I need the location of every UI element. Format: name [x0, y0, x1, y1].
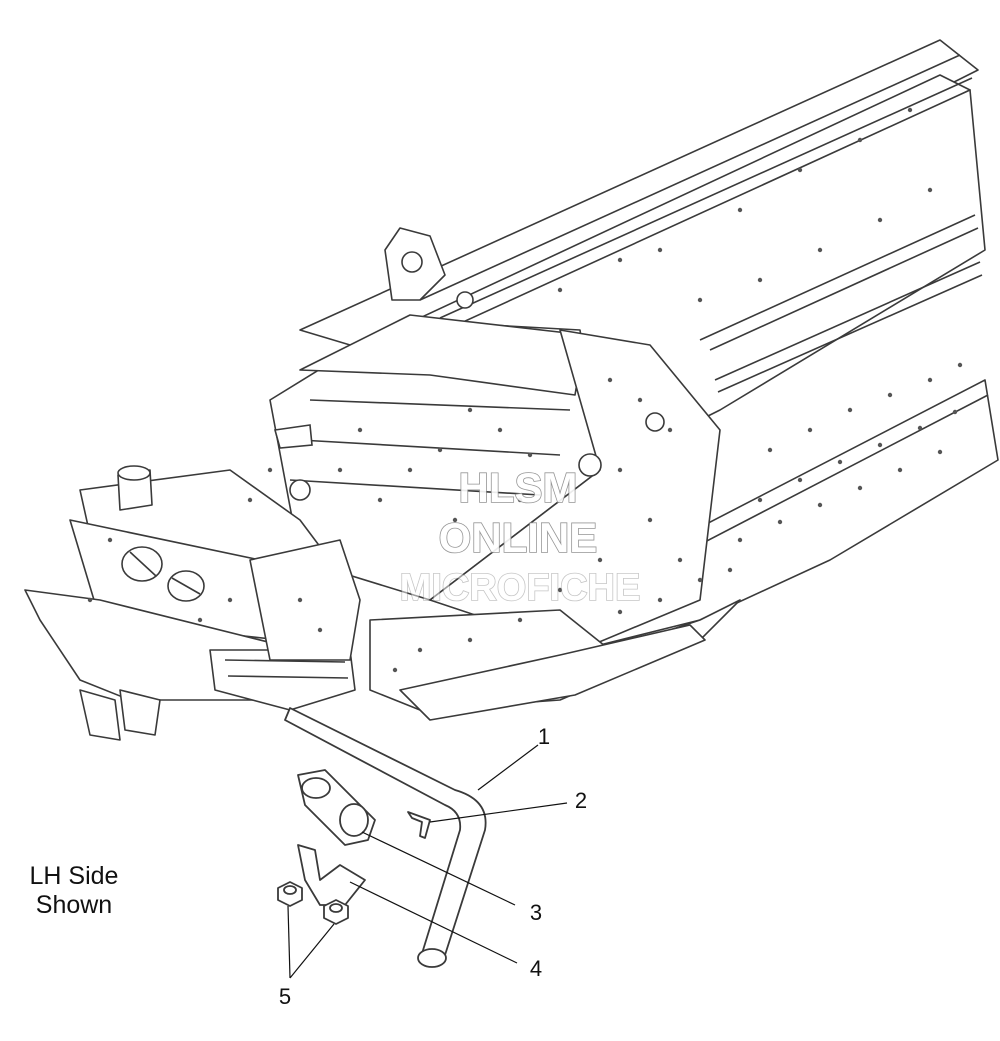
- side-note-line-2: Shown: [35, 891, 113, 919]
- rail-edge-line: [439, 77, 973, 319]
- bracket-rib: [227, 675, 349, 679]
- nut-part-left: [277, 881, 303, 907]
- frame-hole-cross: [171, 577, 201, 595]
- exploded-parts: [277, 707, 487, 968]
- frame-leg-left: [79, 689, 121, 741]
- floor-rib: [714, 261, 981, 381]
- hose-part: [284, 707, 487, 965]
- callout-3: 3: [530, 900, 542, 925]
- rail-edge-line: [419, 54, 961, 301]
- access-holes: [273, 291, 665, 501]
- bracket-part: [297, 844, 366, 906]
- side-plate-hole: [578, 453, 602, 477]
- pin-part: [407, 811, 431, 839]
- frame-leg-mid: [119, 689, 161, 736]
- cylinder-stub-top: [117, 465, 151, 481]
- throat-seam: [289, 479, 541, 496]
- callout-5: 5: [279, 984, 291, 1009]
- callout-2: 2: [575, 788, 587, 813]
- front-lower-panel: [399, 624, 706, 721]
- clamp-hole: [301, 777, 331, 799]
- side-note-line-1: LH Side: [29, 862, 119, 890]
- callout-4: 4: [530, 956, 542, 981]
- throat-seam: [299, 439, 561, 456]
- throat-slot: [273, 424, 313, 449]
- feeder-house-body: [24, 39, 999, 741]
- clamp-loop: [339, 803, 369, 837]
- leader-2: [429, 802, 568, 823]
- throat-hole: [289, 479, 311, 501]
- leader-1: [477, 744, 539, 791]
- right-shield-plate: [249, 539, 361, 661]
- main-side-plate: [429, 329, 721, 651]
- floor-rib: [717, 274, 983, 393]
- mount-tab-hole: [401, 251, 423, 273]
- bracket-rib: [224, 659, 346, 663]
- rivet-holes: [87, 107, 963, 673]
- leader-lines: [287, 744, 568, 979]
- nut-part-right: [323, 899, 349, 925]
- leader-5b: [289, 923, 335, 979]
- leader-4: [349, 881, 518, 964]
- hose-end: [417, 948, 447, 968]
- watermark-line-3: MICROFICHE: [400, 567, 641, 609]
- side-note: LH Side Shown: [14, 862, 134, 920]
- floor-rib: [709, 227, 979, 351]
- leader-3: [361, 831, 516, 906]
- floor-rib: [699, 214, 976, 341]
- throat-seam: [309, 399, 571, 411]
- side-plate-hole: [645, 412, 665, 432]
- watermark-line-1: HLSM: [459, 464, 578, 511]
- leader-5a: [287, 905, 291, 979]
- callout-1: 1: [538, 724, 550, 749]
- rail-hole: [456, 291, 474, 309]
- frame-hole-cross: [129, 551, 157, 577]
- watermark: HLSM ONLINE MICROFICHE: [399, 463, 641, 610]
- watermark-line-2: ONLINE: [439, 514, 598, 561]
